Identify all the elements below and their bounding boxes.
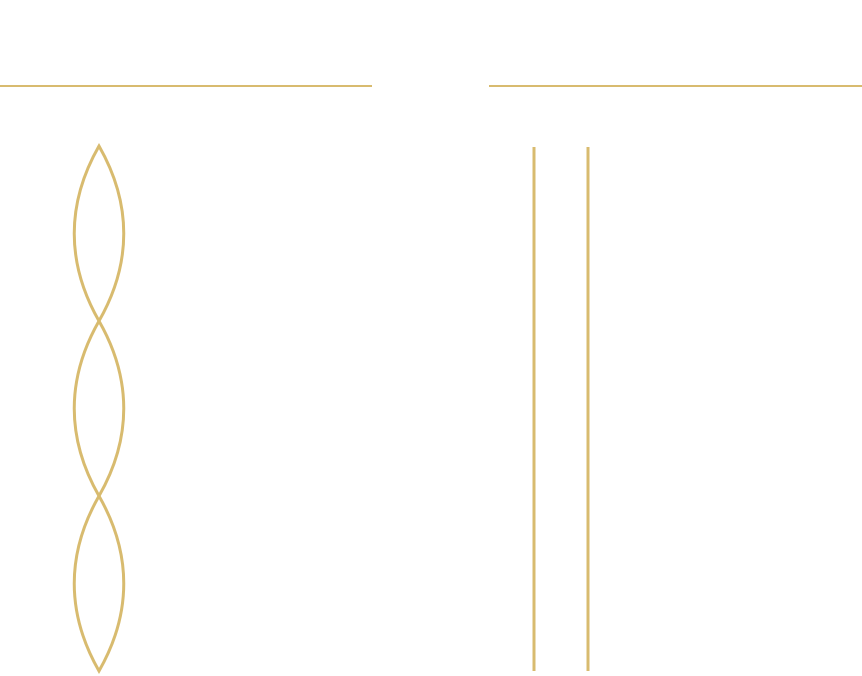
helix-segment [72,492,126,675]
helix-segment [72,317,126,500]
helix-segment [72,142,126,325]
double-helix-ornament [72,142,126,675]
